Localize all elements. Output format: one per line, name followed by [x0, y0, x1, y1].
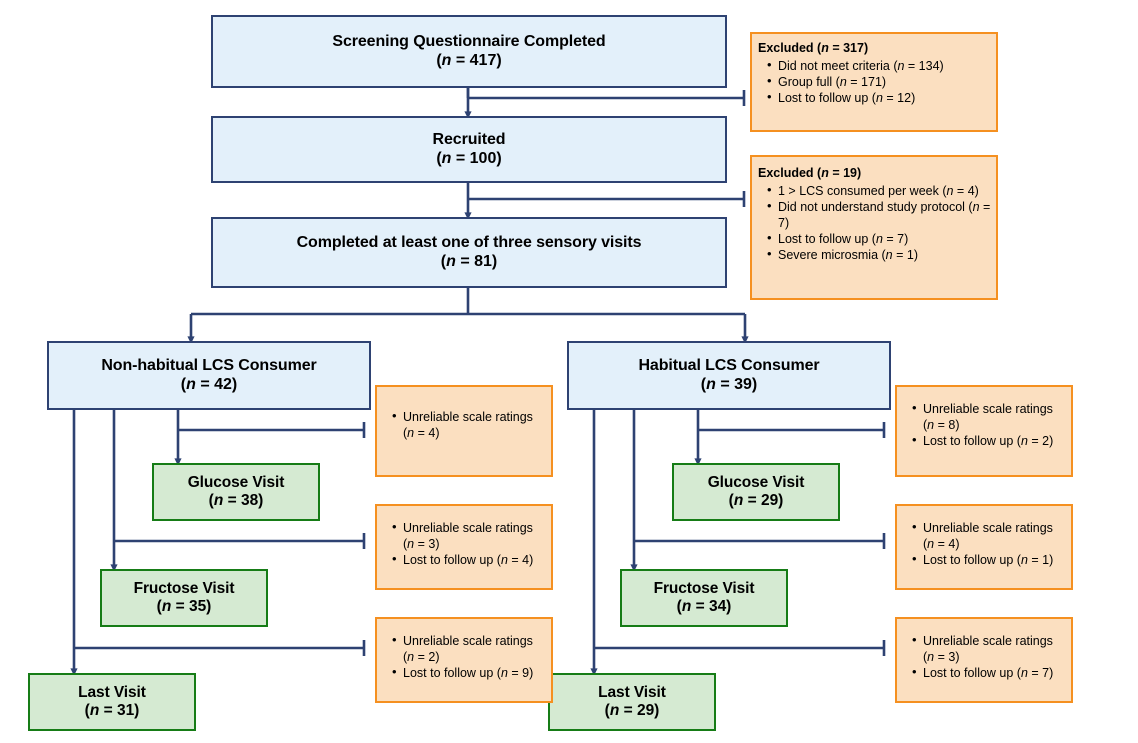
node-recruited-title: Recruited	[432, 130, 506, 148]
exclusion-list: Unreliable scale ratings (n = 4)	[377, 408, 551, 441]
list-item: Unreliable scale ratings (n = 3)	[392, 519, 547, 552]
exclusion-box-nh-last-loss[interactable]: Unreliable scale ratings (n = 2) Lost to…	[375, 617, 553, 703]
list-item: Lost to follow up (n = 1)	[912, 551, 1067, 568]
exclusion-box-h-glucose-loss[interactable]: Unreliable scale ratings (n = 8) Lost to…	[895, 385, 1073, 477]
node-habitual-title: Habitual LCS Consumer	[638, 356, 820, 374]
node-nh-last-visit[interactable]: Last Visit (n = 31)	[28, 673, 196, 731]
node-completed-title: Completed at least one of three sensory …	[296, 233, 642, 251]
node-non-habitual-count: (n = 42)	[180, 375, 238, 393]
exclusion-box-h-last-loss[interactable]: Unreliable scale ratings (n = 3) Lost to…	[895, 617, 1073, 703]
node-nh-last-title: Last Visit	[78, 683, 146, 701]
list-item: Lost to follow up (n = 4)	[392, 551, 547, 568]
node-nh-fructose-visit[interactable]: Fructose Visit (n = 35)	[100, 569, 268, 627]
exclusion-list: Unreliable scale ratings (n = 4) Lost to…	[897, 519, 1071, 568]
node-habitual-lcs-consumer[interactable]: Habitual LCS Consumer (n = 39)	[567, 341, 891, 410]
node-h-last-visit[interactable]: Last Visit (n = 29)	[548, 673, 716, 731]
node-h-fructose-count: (n = 34)	[676, 598, 732, 615]
list-item: Unreliable scale ratings (n = 4)	[392, 408, 547, 441]
node-nh-fructose-title: Fructose Visit	[133, 579, 235, 597]
node-nh-glucose-title: Glucose Visit	[187, 473, 285, 491]
node-screening-count: (n = 417)	[436, 51, 502, 69]
list-item: Group full (n = 171)	[767, 73, 992, 90]
list-item: Lost to follow up (n = 12)	[767, 89, 992, 106]
list-item: Lost to follow up (n = 7)	[767, 230, 992, 247]
exclusion-list: Unreliable scale ratings (n = 3) Lost to…	[897, 632, 1071, 681]
list-item: Severe microsmia (n = 1)	[767, 246, 992, 263]
exclusion-box-excluded-317[interactable]: Excluded (n = 317) Did not meet criteria…	[750, 32, 998, 132]
node-nh-glucose-count: (n = 38)	[208, 492, 264, 509]
exclusion-box-nh-fructose-loss[interactable]: Unreliable scale ratings (n = 3) Lost to…	[375, 504, 553, 590]
exclusion-list: Unreliable scale ratings (n = 8) Lost to…	[897, 400, 1071, 449]
exclusion-box-h-fructose-loss[interactable]: Unreliable scale ratings (n = 4) Lost to…	[895, 504, 1073, 590]
list-item: Did not meet criteria (n = 134)	[767, 57, 992, 74]
node-non-habitual-title: Non-habitual LCS Consumer	[101, 356, 317, 374]
node-completed-count: (n = 81)	[440, 252, 498, 270]
list-item: Unreliable scale ratings (n = 3)	[912, 632, 1067, 665]
node-recruited[interactable]: Recruited (n = 100)	[211, 116, 727, 183]
node-non-habitual-lcs-consumer[interactable]: Non-habitual LCS Consumer (n = 42)	[47, 341, 371, 410]
node-nh-fructose-count: (n = 35)	[156, 598, 212, 615]
node-recruited-count: (n = 100)	[436, 149, 502, 167]
exclusion-box-nh-glucose-loss[interactable]: Unreliable scale ratings (n = 4)	[375, 385, 553, 477]
node-h-last-title: Last Visit	[598, 683, 666, 701]
node-completed-sensory-visits[interactable]: Completed at least one of three sensory …	[211, 217, 727, 288]
node-nh-glucose-visit[interactable]: Glucose Visit (n = 38)	[152, 463, 320, 521]
list-item: Lost to follow up (n = 7)	[912, 664, 1067, 681]
node-screening-questionnaire[interactable]: Screening Questionnaire Completed (n = 4…	[211, 15, 727, 88]
exclusion-list: 1 > LCS consumed per week (n = 4) Did no…	[752, 182, 996, 263]
node-h-last-count: (n = 29)	[604, 702, 660, 719]
node-nh-last-count: (n = 31)	[84, 702, 140, 719]
exclusion-heading: Excluded (n = 317)	[758, 41, 869, 55]
list-item: 1 > LCS consumed per week (n = 4)	[767, 182, 992, 199]
exclusion-list: Unreliable scale ratings (n = 2) Lost to…	[377, 632, 551, 681]
node-h-glucose-visit[interactable]: Glucose Visit (n = 29)	[672, 463, 840, 521]
node-h-fructose-visit[interactable]: Fructose Visit (n = 34)	[620, 569, 788, 627]
list-item: Unreliable scale ratings (n = 4)	[912, 519, 1067, 552]
exclusion-list: Unreliable scale ratings (n = 3) Lost to…	[377, 519, 551, 568]
exclusion-list: Did not meet criteria (n = 134) Group fu…	[752, 57, 996, 106]
list-item: Unreliable scale ratings (n = 2)	[392, 632, 547, 665]
list-item: Did not understand study protocol (n = 7…	[767, 198, 992, 231]
exclusion-heading: Excluded (n = 19)	[758, 166, 862, 180]
node-h-glucose-count: (n = 29)	[728, 492, 784, 509]
exclusion-box-excluded-19[interactable]: Excluded (n = 19) 1 > LCS consumed per w…	[750, 155, 998, 300]
node-screening-title: Screening Questionnaire Completed	[332, 32, 606, 50]
list-item: Unreliable scale ratings (n = 8)	[912, 400, 1067, 433]
list-item: Lost to follow up (n = 9)	[392, 664, 547, 681]
list-item: Lost to follow up (n = 2)	[912, 432, 1067, 449]
node-h-glucose-title: Glucose Visit	[707, 473, 805, 491]
node-h-fructose-title: Fructose Visit	[653, 579, 755, 597]
node-habitual-count: (n = 39)	[700, 375, 758, 393]
